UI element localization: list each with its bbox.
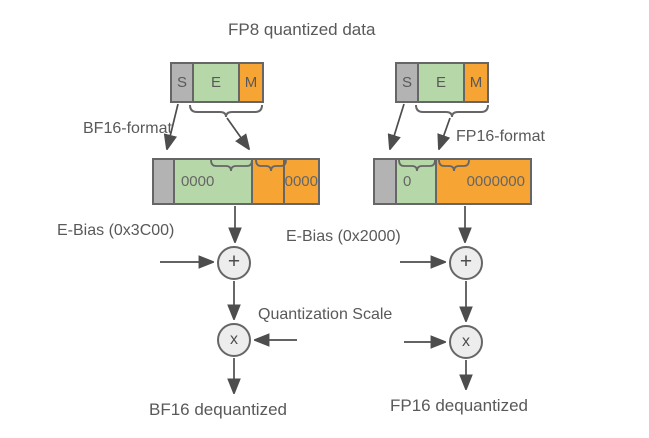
- exponent-segment: E: [192, 64, 238, 101]
- exponent-label: E: [435, 74, 446, 91]
- plus-icon: +: [459, 250, 473, 273]
- fp8-em-brace-left: [189, 104, 263, 118]
- fp16-output-label: FP16 dequantized: [390, 396, 528, 415]
- bf16-output-label: BF16 dequantized: [149, 400, 287, 419]
- multiply-icon: x: [230, 331, 238, 348]
- fp16-bar: 0 0000000: [373, 158, 532, 205]
- sign-label: S: [176, 74, 187, 91]
- fp16-exp-pad-bits: 0: [403, 173, 412, 190]
- page-title: FP8 quantized data: [228, 20, 376, 39]
- multiply-node-left: x: [217, 323, 251, 357]
- multiply-icon: x: [462, 333, 470, 350]
- fp16-mantissa-segment: 0000000: [435, 160, 530, 203]
- flow-arrows: [160, 103, 466, 393]
- bf16-exponent-segment: 0000: [172, 160, 251, 203]
- sign-label: S: [401, 74, 412, 91]
- bf16-exp-low-segment: [250, 160, 283, 203]
- fp16-format-label: FP16-format: [456, 128, 545, 145]
- bf16-sign-segment: [154, 160, 173, 203]
- bf16-exp-pad-bits: 0000: [180, 173, 215, 190]
- mantissa-label: M: [244, 74, 258, 91]
- fp16-ebias-label: E-Bias (0x2000): [286, 228, 401, 245]
- fp16-exponent-segment: 0: [395, 160, 435, 203]
- mantissa-segment: M: [238, 64, 262, 101]
- mantissa-segment: M: [463, 64, 487, 101]
- sign-segment: S: [397, 64, 417, 101]
- exponent-label: E: [210, 74, 221, 91]
- bf16-ebias-label: E-Bias (0x3C00): [57, 222, 175, 239]
- fp8-em-brace-right: [415, 104, 489, 118]
- multiply-node-right: x: [449, 325, 483, 359]
- fp8-box-left: S E M: [170, 62, 264, 103]
- sign-segment: S: [172, 64, 192, 101]
- fp8-box-right: S E M: [395, 62, 489, 103]
- fp16-mant-pad-bits: 0000000: [466, 173, 525, 190]
- fp16-sign-segment: [375, 160, 395, 203]
- add-bias-node-left: +: [217, 246, 251, 280]
- bf16-format-label: BF16-format: [83, 120, 172, 137]
- add-bias-node-right: +: [449, 246, 483, 280]
- plus-icon: +: [227, 250, 241, 273]
- quantization-scale-label: Quantization Scale: [258, 306, 393, 323]
- mantissa-label: M: [469, 74, 483, 91]
- bf16-mant-pad-bits: 0000: [284, 173, 318, 190]
- bf16-mantissa-segment: 0000: [282, 160, 318, 203]
- bf16-bar: 0000 0000: [152, 158, 320, 205]
- exponent-segment: E: [417, 64, 463, 101]
